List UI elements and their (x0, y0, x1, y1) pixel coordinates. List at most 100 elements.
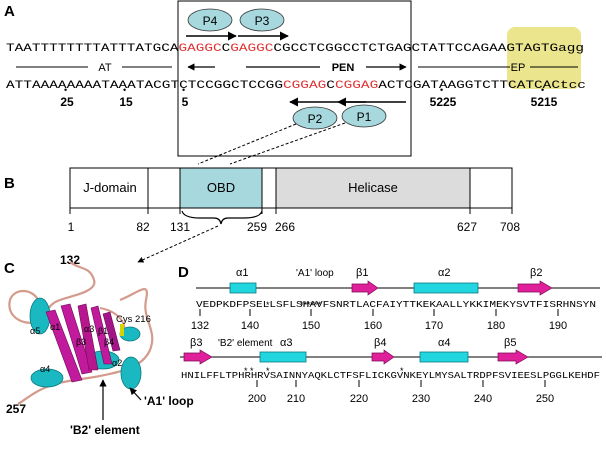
tick-label-131: 131 (170, 220, 190, 234)
tick-label-82: 82 (136, 220, 150, 234)
strand-b5-row2 (497, 349, 529, 365)
at-label: AT (98, 62, 112, 74)
helicase-label: Helicase (348, 180, 398, 195)
bot-seg-4: CGGAG (335, 80, 378, 92)
strand-b5-label: β5 (504, 337, 516, 349)
tick-label-1: 1 (68, 220, 75, 234)
tick-label-259: 259 (247, 220, 267, 234)
bot-seg-3: C (326, 80, 335, 92)
pentamer-p3-ellipse (239, 8, 285, 32)
seq-row2: HNILFFLTPHRHRVSAINNYAQKLCTFSFLICKGVNKEYL… (181, 370, 600, 381)
label-beta1: β1 (98, 326, 108, 336)
label-beta4: β4 (104, 337, 114, 347)
tick-d1-label: 190 (549, 320, 567, 332)
bot-seg-5: ACTCGATAAGGTC (378, 80, 491, 92)
residue-257-label: 257 (6, 402, 26, 416)
star-mark: * (266, 366, 270, 376)
pentamer-p2-label: P2 (308, 112, 323, 126)
tick-d2-label: 210 (287, 393, 305, 405)
tick-d2-label: 250 (536, 393, 554, 405)
top-seg-4: GAGGC (230, 43, 274, 55)
tick-d1-label: 140 (241, 320, 259, 332)
star-mark: * (400, 366, 404, 376)
helix-a1-label: α1 (236, 267, 248, 279)
b2-element-label: 'B2' element (70, 423, 140, 437)
tick-label-266: 266 (275, 220, 295, 234)
bot-seg-6: TTCATCACt (491, 80, 569, 92)
ep-highlight-box (507, 27, 581, 89)
helix-a2-label: α2 (438, 267, 450, 279)
helicase-domain (275, 167, 471, 209)
label-alpha2: α2 (112, 358, 122, 368)
top-seg-6: AAGTAGTGa (489, 43, 567, 55)
seq-row1: VEDPKDFPSELLSFLSHAVFSNRTLACFAIYTTKEKAALL… (196, 299, 596, 310)
pos-5: 5 (182, 95, 189, 109)
ep-label: EP (511, 62, 526, 74)
tick-d2-label: 220 (350, 393, 368, 405)
pentamer-p1-ellipse (341, 104, 387, 128)
position-dot: • (123, 85, 126, 95)
bot-seg-2: CGGAG (283, 80, 326, 92)
tick-label-627: 627 (457, 220, 477, 234)
helix-a3-label: α3 (280, 337, 292, 349)
helix-a4-label: α4 (438, 337, 450, 349)
strand-b1-label: β1 (356, 267, 368, 279)
position-dot: • (182, 85, 185, 95)
a1-loop-seq-label: 'A1' loop (296, 268, 334, 279)
bot-seg-1: ATTAAAAAAAATAAATACGTCTCCGGCTCCGG (6, 80, 283, 92)
label-alpha1: α1 (50, 322, 60, 332)
helix-a3-row2 (259, 351, 307, 363)
bot-seg-7: cc (569, 80, 586, 92)
pos-5215: 5215 (531, 95, 558, 109)
tick-d2-label: 240 (474, 393, 492, 405)
pentamer-p4-ellipse (187, 8, 233, 32)
pen-box (177, 0, 412, 157)
panel-a-letter: A (4, 3, 15, 20)
pos-5225: 5225 (430, 95, 457, 109)
strand-b2-row1 (517, 280, 553, 296)
b2-element-seq-label: 'B2' element (218, 338, 273, 349)
obd-label: OBD (207, 180, 235, 195)
panel-d-letter: D (178, 264, 189, 281)
tick-d1-label: 170 (425, 320, 443, 332)
p2-to-obd-dashed (197, 123, 297, 165)
helix-a4-row2 (419, 351, 469, 363)
star-mark: * (266, 300, 270, 310)
residue-132-label: 132 (60, 253, 80, 267)
cys216-label: Cys 216 (116, 314, 151, 325)
star-mark: ****** (300, 300, 322, 310)
strand-b4-row2 (371, 349, 395, 365)
label-beta3: β3 (76, 337, 86, 347)
pentamer-p2-ellipse (292, 106, 338, 130)
tick-d2-label: 230 (412, 393, 430, 405)
obd-ribbon-structure (8, 261, 154, 405)
tick-d1-label: 180 (487, 320, 505, 332)
tick-d1-label: 132 (191, 320, 209, 332)
helix-a1-row1 (229, 282, 257, 294)
label-alpha3: α3 (84, 324, 94, 334)
top-seg-7: gg (567, 43, 584, 55)
position-dot: • (64, 85, 67, 95)
pentamer-p3-label: P3 (255, 14, 270, 28)
strand-b1-row1 (351, 280, 379, 296)
tick-d1-label: 160 (364, 320, 382, 332)
strand-b4-label: β4 (374, 337, 386, 349)
pentamer-p1-label: P1 (357, 110, 372, 124)
position-dot: • (541, 85, 544, 95)
tick-label-708: 708 (500, 220, 520, 234)
strand-b3-row2 (183, 349, 213, 365)
label-alpha5: α5 (30, 326, 40, 336)
top-seg-3: C (222, 43, 231, 55)
tick-d2-label: 200 (248, 393, 266, 405)
a1-loop-label: 'A1' loop (144, 394, 194, 408)
top-seg-5: CGCCTCGGCCTCTGAGCTATTCCAG (273, 43, 489, 55)
position-dot: • (440, 85, 443, 95)
star-mark: * * (244, 366, 254, 376)
p1-to-obd-dashed (229, 122, 346, 165)
top-seg-1: TAATTTTTTTTATTTATGCA (6, 43, 179, 55)
pen-label: PEN (332, 62, 355, 74)
pos-15: 15 (119, 95, 133, 109)
